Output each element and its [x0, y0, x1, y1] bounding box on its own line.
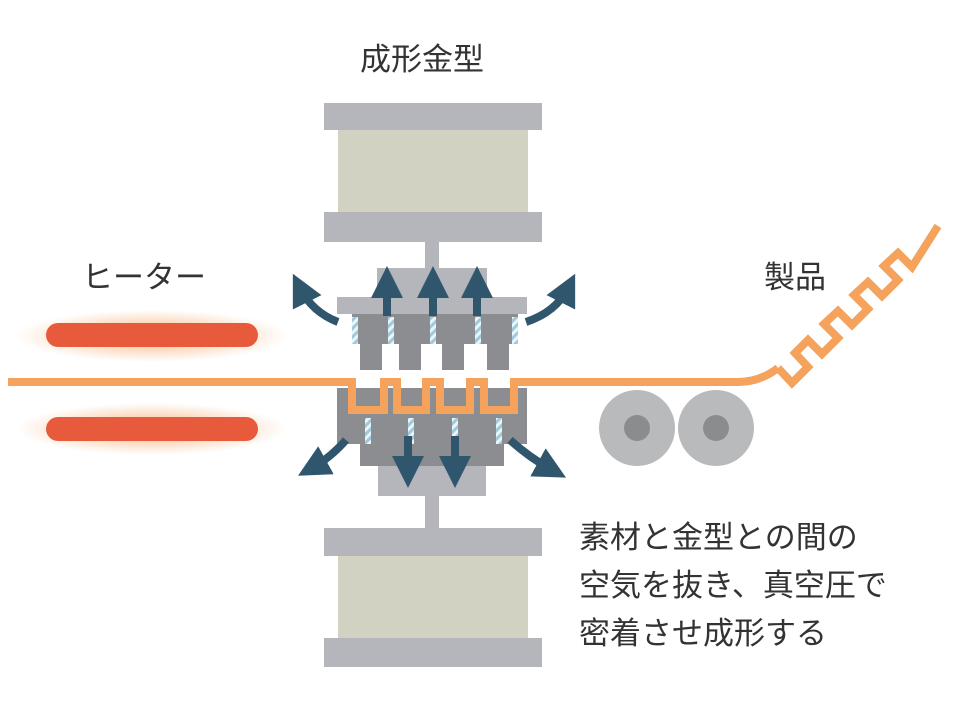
vent-channel	[430, 317, 436, 344]
process-caption: 素材と金型との間の 空気を抜き、真空圧で 密着させ成形する	[579, 514, 887, 658]
lower-die-step	[360, 444, 504, 466]
vent-channel	[452, 418, 458, 444]
air-flow-arrows	[292, 266, 576, 488]
lower-bottom-plate	[324, 638, 542, 667]
roller-left-hub	[624, 415, 650, 441]
vent-channel	[475, 317, 481, 344]
vent-channel	[512, 317, 518, 344]
upper-bottom-plate	[324, 212, 542, 242]
heater-bar-lower	[46, 417, 258, 441]
mold-title: 成形金型	[360, 42, 484, 78]
air-arrow-lower-left	[298, 437, 349, 476]
lower-die-holder	[378, 466, 486, 496]
sheet-product	[775, 223, 942, 389]
product-label: 製品	[764, 260, 826, 296]
upper-top-plate	[324, 103, 542, 130]
rollers	[599, 390, 754, 466]
upper-die-tooth	[442, 344, 464, 370]
upper-die-tooth	[360, 344, 382, 370]
roller-right-hub	[703, 415, 729, 441]
upper-column	[425, 242, 439, 268]
upper-die-tooth	[487, 344, 509, 370]
air-arrow-upper-left	[292, 273, 340, 326]
sheet-formed-in-die	[348, 378, 520, 414]
lower-press-block	[338, 556, 528, 638]
vent-channel	[352, 317, 358, 344]
vent-channel	[408, 418, 414, 444]
sheet-material	[8, 223, 942, 414]
air-arrow-lower-right	[507, 437, 567, 478]
vent-channel	[365, 418, 371, 444]
vent-channel	[388, 317, 394, 344]
heater-label: ヒーター	[82, 260, 206, 296]
lower-press	[324, 496, 542, 667]
caption-line: 空気を抜き、真空圧で	[579, 568, 887, 604]
vent-channel	[496, 418, 502, 444]
heater-bar-upper	[46, 323, 258, 347]
caption-line: 素材と金型との間の	[579, 520, 858, 556]
caption-line: 密着させ成形する	[579, 616, 827, 652]
lower-die	[337, 388, 527, 496]
upper-die-tooth	[399, 344, 421, 370]
sheet-flat-right	[520, 364, 781, 386]
lower-top-plate	[324, 528, 542, 556]
lower-column	[425, 496, 439, 528]
heater	[17, 310, 287, 455]
upper-press-block	[338, 130, 528, 212]
air-arrow-upper-right	[524, 273, 576, 326]
upper-die	[352, 314, 518, 370]
